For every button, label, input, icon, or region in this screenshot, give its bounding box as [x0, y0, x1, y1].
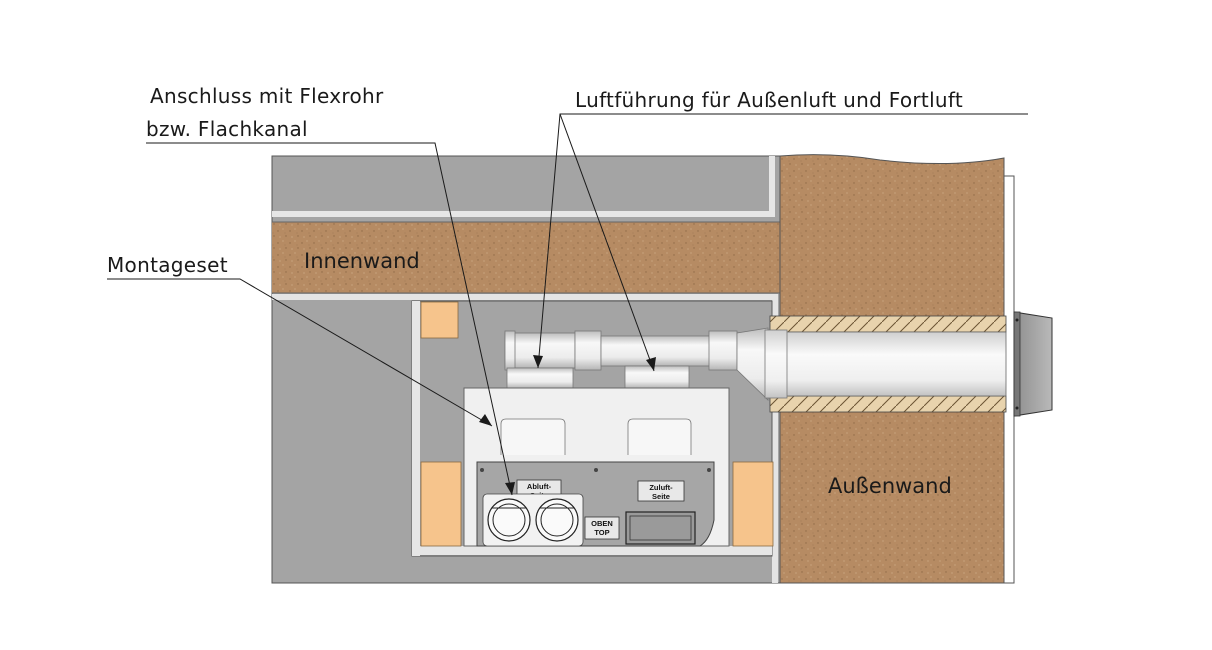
svg-text:OBEN: OBEN — [591, 519, 613, 528]
svg-text:Seite: Seite — [652, 492, 670, 501]
svg-text:TOP: TOP — [594, 528, 609, 537]
outer-hood — [1013, 311, 1053, 417]
insulation-block-top — [420, 301, 459, 339]
zuluft-label — [637, 480, 685, 502]
label-aussenwand: Außenwand — [828, 474, 952, 498]
label-montageset: Montageset — [107, 253, 228, 277]
montageset-device: Abluft- Seite Zuluft- Seite OBEN TOP — [463, 387, 730, 547]
oben-top-label — [584, 516, 620, 540]
wall-sleeve — [769, 315, 1007, 413]
label-innenwand: Innenwand — [304, 249, 420, 273]
abluft-port-right — [535, 498, 579, 542]
abluft-port-left — [487, 498, 531, 542]
label-anschluss-line1: Anschluss mit Flexrohr — [150, 84, 384, 108]
label-luftfuehrung: Luftführung für Außenluft und Fortluft — [575, 88, 963, 112]
label-anschluss-line2: bzw. Flachkanal — [146, 117, 308, 141]
insulation-block-left — [420, 461, 462, 547]
svg-text:Zuluft-: Zuluft- — [649, 483, 673, 492]
insulation-block-right — [732, 461, 774, 547]
svg-text:Abluft-: Abluft- — [527, 482, 552, 491]
zuluft-port — [625, 511, 696, 545]
callout-lines — [107, 113, 1028, 496]
innenwand-band — [272, 221, 782, 294]
callout-arrowheads — [479, 355, 656, 495]
